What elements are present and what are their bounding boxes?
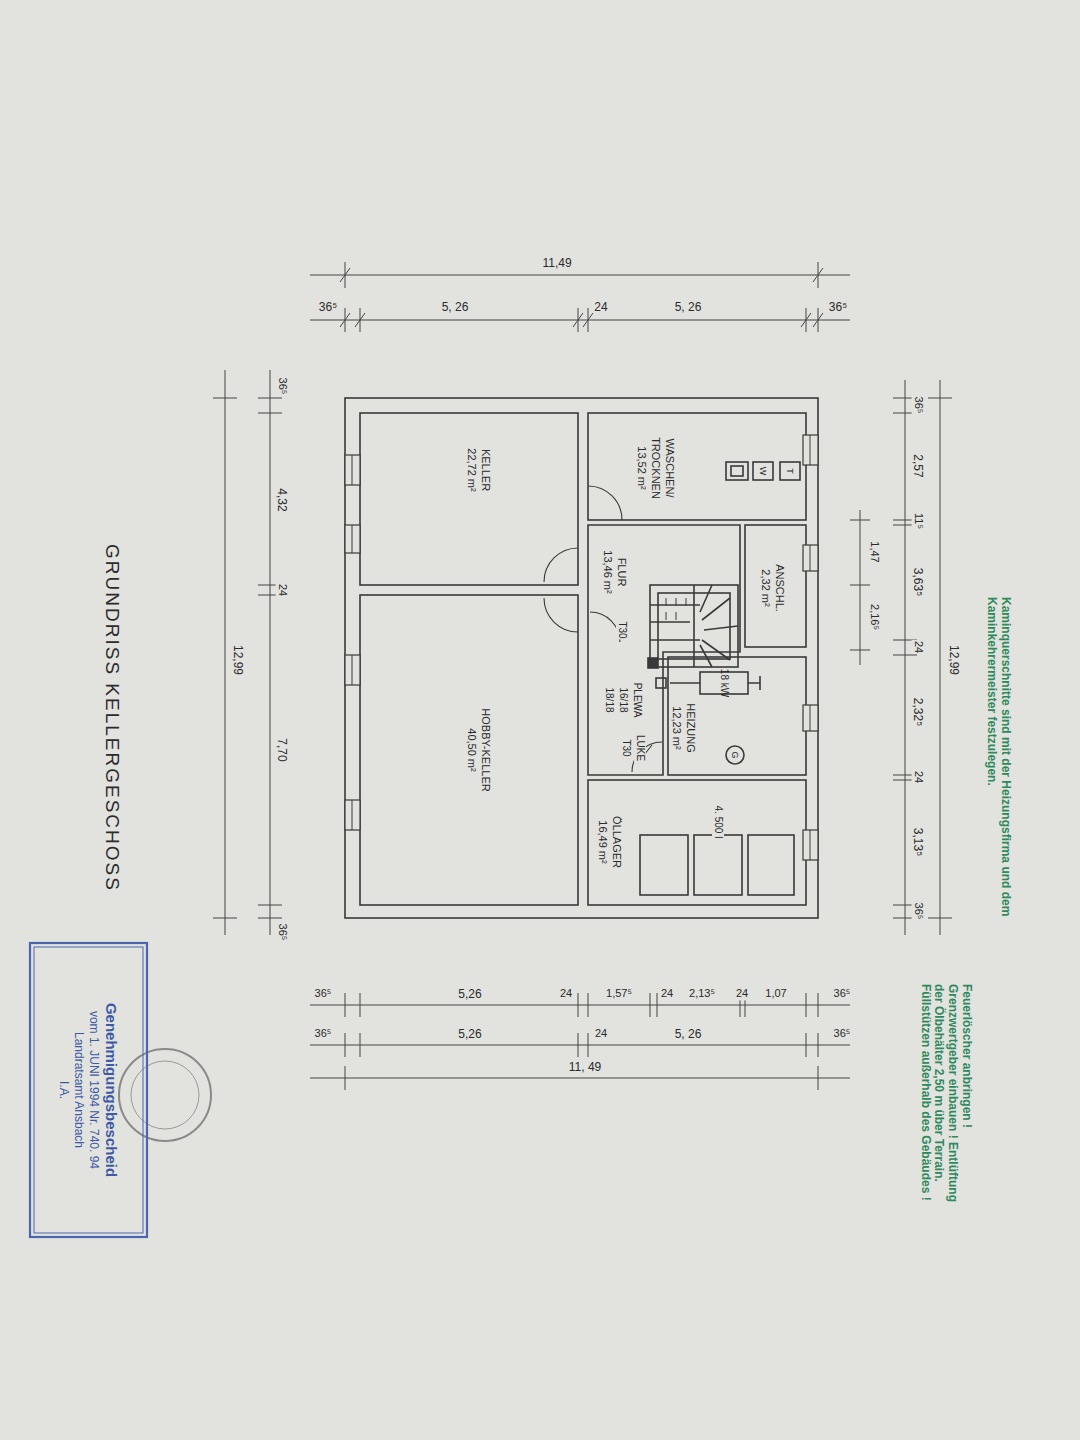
room-label: 2,32 m² xyxy=(758,564,772,612)
dimension-label: 1,47 xyxy=(867,540,880,563)
dimension-label: 11, 49 xyxy=(568,1060,602,1074)
room: ANSCHL.2,32 m² xyxy=(745,525,806,647)
dimension-label: 7,70 xyxy=(275,737,289,762)
plan-title: GRUNDRISS KELLERGESCHOSS xyxy=(101,543,124,893)
approval-stamp: Genehmigungsbescheid xyxy=(101,1003,120,1177)
approval-stamp: I.A. xyxy=(56,1003,71,1177)
dimension-label: 3,63⁵ xyxy=(911,567,925,597)
room-label: 16,49 m² xyxy=(595,816,609,868)
dimension-label: 11⁵ xyxy=(911,512,924,530)
hatch-label: LUKE xyxy=(634,734,646,762)
room: KELLER22,72 m² xyxy=(360,413,578,585)
dimension-label: 24 xyxy=(594,1027,608,1040)
boiler-symbol: 18 kW xyxy=(718,668,730,698)
note-text: Feuerlöscher anbringen ! Grenzwertgeber … xyxy=(917,983,972,1207)
stair-label: 16/18 xyxy=(617,686,629,713)
stair-label: PLEWA xyxy=(631,682,643,719)
room-label: 13,52 m² xyxy=(634,436,648,500)
dimension-label: 24 xyxy=(911,640,924,654)
appliance-symbol: W xyxy=(758,466,769,477)
dimension-label: 36⁵ xyxy=(911,396,924,415)
dimension-label: 2,32⁵ xyxy=(911,697,925,727)
dimension-label: 36⁵ xyxy=(275,923,288,942)
dimension-label: 36⁵ xyxy=(828,300,848,314)
dimension-label: 11,49 xyxy=(541,256,572,270)
room-label: WASCHEN/ TROCKNEN xyxy=(648,436,676,500)
room-text-group: FLUR13,46 m² xyxy=(600,550,628,593)
dimension-label: 2,57 xyxy=(911,453,925,478)
note-text: Kaminquerschnitte sind mit der Heizungsf… xyxy=(984,596,1012,928)
dimension-label: 36⁵ xyxy=(314,1027,333,1040)
room-label: HEIZUNG xyxy=(683,703,697,753)
dimension-label: 24 xyxy=(593,300,608,314)
room-text-group: WASCHEN/ TROCKNEN13,52 m² xyxy=(634,436,675,500)
dimension-label: 4,32 xyxy=(275,487,289,512)
dimension-label: 36⁵ xyxy=(833,1027,852,1040)
dimension-label: 3,13⁵ xyxy=(911,827,925,857)
approval-stamp: vom 1. JUNI 1994 Nr. 740. 94 xyxy=(86,1003,101,1177)
dimension-label: 36⁵ xyxy=(314,987,333,1000)
dimension-label: 24 xyxy=(735,987,749,1000)
room-label: ÖLLAGER xyxy=(609,816,623,868)
stair-label: 18/18 xyxy=(603,686,615,713)
dimension-label: 36⁵ xyxy=(275,377,288,396)
dimension-label: 5, 26 xyxy=(674,300,703,314)
dimension-label: 24 xyxy=(275,583,288,597)
dimension-label: 5,26 xyxy=(457,1027,482,1041)
gas-symbol: G xyxy=(730,750,741,759)
dimension-label: 5,26 xyxy=(457,987,482,1001)
dimension-label: 2,13⁵ xyxy=(688,987,716,1000)
dimension-label: 12,99 xyxy=(231,644,245,676)
room-label: 40,50 m² xyxy=(464,708,478,791)
dimension-label: 1,57⁵ xyxy=(605,987,633,1000)
room: WASCHEN/ TROCKNEN13,52 m² xyxy=(588,413,806,520)
dimension-label: 24 xyxy=(911,770,924,784)
approval-stamp: Genehmigungsbescheidvom 1. JUNI 1994 Nr.… xyxy=(34,947,143,1233)
room-label: HOBBY-KELLER xyxy=(478,708,492,791)
door-rating: T30 xyxy=(620,738,632,757)
dimension-label: 36⁵ xyxy=(318,300,338,314)
dimension-label: 36⁵ xyxy=(833,987,852,1000)
room-label: FLUR xyxy=(614,550,628,593)
room-label: ANSCHL. xyxy=(772,564,786,612)
room-label: 22,72 m² xyxy=(464,448,478,491)
dimension-label: 12,99 xyxy=(947,644,961,676)
room-text-group: ANSCHL.2,32 m² xyxy=(758,564,786,612)
approval-stamp: Landratsamt Ansbach xyxy=(71,1003,86,1177)
dimension-label: 5, 26 xyxy=(441,300,470,314)
dimension-label: 36⁵ xyxy=(911,902,924,921)
room-text-group: ÖLLAGER16,49 m² xyxy=(595,816,623,868)
room: HOBBY-KELLER40,50 m² xyxy=(360,595,578,905)
dimension-label: 1,07 xyxy=(764,987,787,1000)
room-text-group: Genehmigungsbescheidvom 1. JUNI 1994 Nr.… xyxy=(56,1003,120,1177)
room-text-group: KELLER22,72 m² xyxy=(464,448,492,491)
room-text-group: HEIZUNG12,23 m² xyxy=(669,703,697,753)
room-label: KELLER xyxy=(478,448,492,491)
tank-volume: 4. 500 l xyxy=(712,805,724,840)
dimension-label: 2,16⁵ xyxy=(867,603,880,631)
door-rating: T30 xyxy=(616,620,628,639)
room-label: 12,23 m² xyxy=(669,703,683,753)
room: ÖLLAGER16,49 m² xyxy=(588,780,806,905)
dimension-label: 5, 26 xyxy=(674,1027,703,1041)
appliance-symbol: T xyxy=(785,467,796,475)
dimension-label: 24 xyxy=(660,987,674,1000)
dimension-label: 24 xyxy=(559,987,573,1000)
room-label: 13,46 m² xyxy=(600,550,614,593)
room-text-group: HOBBY-KELLER40,50 m² xyxy=(464,708,492,791)
